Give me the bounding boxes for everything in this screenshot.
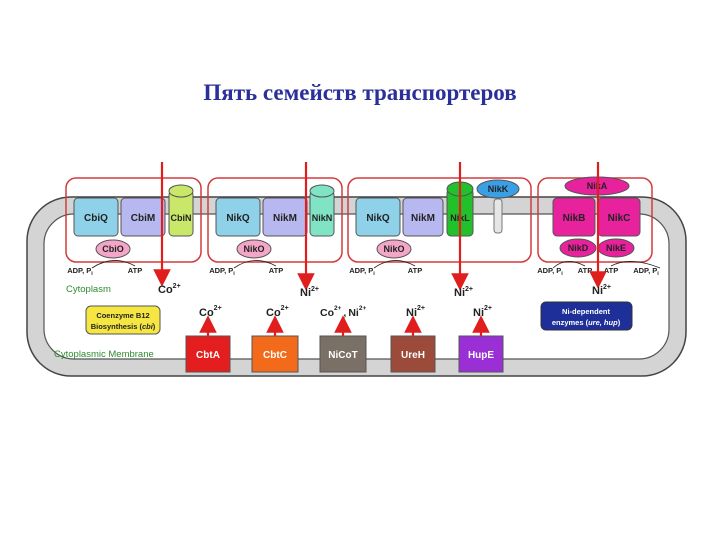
- cbim-label: CbiM: [131, 213, 155, 224]
- cbio-protein: [95, 239, 131, 259]
- membrane-label: Cytoplasmic Membrane: [54, 349, 154, 360]
- atp-label-4: ATP: [578, 266, 592, 275]
- hupe-channel: HupE Ni2+: [458, 305, 504, 373]
- slide-title: Пять семейств транспортеров: [203, 80, 517, 105]
- adp-label-3: ADP, Pi: [349, 266, 375, 277]
- atp-arrow-2: [233, 260, 277, 269]
- nikc-label: NikC: [608, 213, 631, 224]
- cbiq-protein: [73, 197, 119, 237]
- hupe-ion: Ni2+: [473, 305, 492, 319]
- nikq-label-2: NikQ: [366, 213, 390, 224]
- cbi-ion-label: Co2+: [158, 283, 181, 296]
- nikk-protein: [476, 179, 520, 199]
- cbtc-channel: CbtC Co2+: [251, 305, 299, 373]
- cbiq-label: CbiQ: [84, 213, 108, 224]
- nik-system-box-2: [347, 177, 532, 263]
- cbi-transporter: CbiQ CbiM CbiN CbiO ADP, Pi ATP Co2+: [67, 162, 194, 296]
- cytoplasm-label: Cytoplasm: [66, 284, 111, 295]
- nik-transporter-1: NikQ NikM NikN NikO ADP, Pi ATP Ni2+: [209, 162, 335, 299]
- nik-transporter-2: NikQ NikM NikL NikK NikO ADP, Pi ATP Ni2…: [349, 162, 520, 299]
- niko-label-2: NikO: [383, 244, 404, 254]
- niko-protein-1: [236, 239, 272, 259]
- atp-label-3: ATP: [408, 266, 422, 275]
- cbtc-label: CbtC: [263, 350, 287, 361]
- ni-enzymes-line1: Ni-dependent: [562, 307, 610, 316]
- ni-dependent-enzymes-box: Ni-dependent enzymes (ure, hup): [540, 301, 633, 331]
- nike-label: NikE: [606, 243, 626, 253]
- nik-ion-label-1: Ni2+: [300, 286, 319, 299]
- hupe-label: HupE: [468, 350, 494, 361]
- nikn-cap: [309, 184, 335, 198]
- atp-arrow-3: [373, 260, 416, 269]
- nikabcde-transporter: NikA NikB NikC NikD NikE ADP, Pi ATP ATP…: [537, 162, 661, 297]
- cbim-protein: [120, 197, 166, 237]
- nikm-protein-2: [402, 197, 444, 237]
- nikq-label-1: NikQ: [226, 213, 250, 224]
- adp-label-4: ADP, Pi: [537, 266, 563, 277]
- nikm-label-2: NikM: [411, 213, 435, 224]
- nikd-protein: [559, 238, 597, 258]
- nicot-ion: Co2+,Ni2+: [320, 305, 366, 319]
- atp-arrow-4: [552, 261, 586, 269]
- nik-ion-label-2: Ni2+: [454, 286, 473, 299]
- adp-label-2: ADP, Pi: [209, 266, 235, 277]
- niko-protein-2: [376, 239, 412, 259]
- coenzyme-line1: Coenzyme B12: [96, 311, 149, 320]
- cbi-system-box: [65, 177, 202, 263]
- nikn-label: NikN: [312, 213, 333, 223]
- nikq-protein-1: [215, 197, 261, 237]
- adp-label-1: ADP, Pi: [67, 266, 93, 277]
- atp-arrow-5: [610, 261, 661, 269]
- atp-label-1: ATP: [128, 266, 142, 275]
- cbtc-ion: Co2+: [266, 305, 289, 319]
- nikabcde-ion-label: Ni2+: [592, 284, 611, 297]
- atp-arrow-1: [91, 260, 136, 269]
- niko-label-1: NikO: [243, 244, 264, 254]
- cbta-channel: CbtA Co2+: [185, 305, 231, 373]
- ureh-label: UreH: [401, 350, 425, 361]
- cbta-ion: Co2+: [199, 305, 222, 319]
- nicot-label: NiCoT: [328, 350, 357, 361]
- adp-label-5: ADP, Pi: [633, 266, 659, 277]
- nik-system-box-1: [207, 177, 343, 263]
- nicot-channel: NiCoT Co2+,Ni2+: [319, 305, 367, 373]
- nikb-label: NikB: [563, 213, 586, 224]
- nikq-protein-2: [355, 197, 401, 237]
- nikk-label: NikK: [488, 184, 509, 194]
- coenzyme-b12-box: Coenzyme B12 Biosynthesis (cbi): [85, 305, 161, 335]
- nikm-label-1: NikM: [273, 213, 297, 224]
- ni-enzymes-line2: enzymes (ure, hup): [552, 318, 621, 327]
- coenzyme-line2: Biosynthesis (cbi): [91, 322, 156, 331]
- ureh-channel: UreH Ni2+: [390, 305, 436, 373]
- cbin-label: CbiN: [171, 213, 192, 223]
- atp-label-5: ATP: [604, 266, 618, 275]
- cbin-cap: [168, 184, 194, 198]
- atp-label-2: ATP: [269, 266, 283, 275]
- cbio-label: CbiO: [102, 244, 124, 254]
- cbta-label: CbtA: [196, 350, 220, 361]
- ureh-ion: Ni2+: [406, 305, 425, 319]
- nikb-protein: [552, 197, 596, 237]
- nikk-anchor: [493, 198, 503, 234]
- nikd-label: NikD: [568, 243, 589, 253]
